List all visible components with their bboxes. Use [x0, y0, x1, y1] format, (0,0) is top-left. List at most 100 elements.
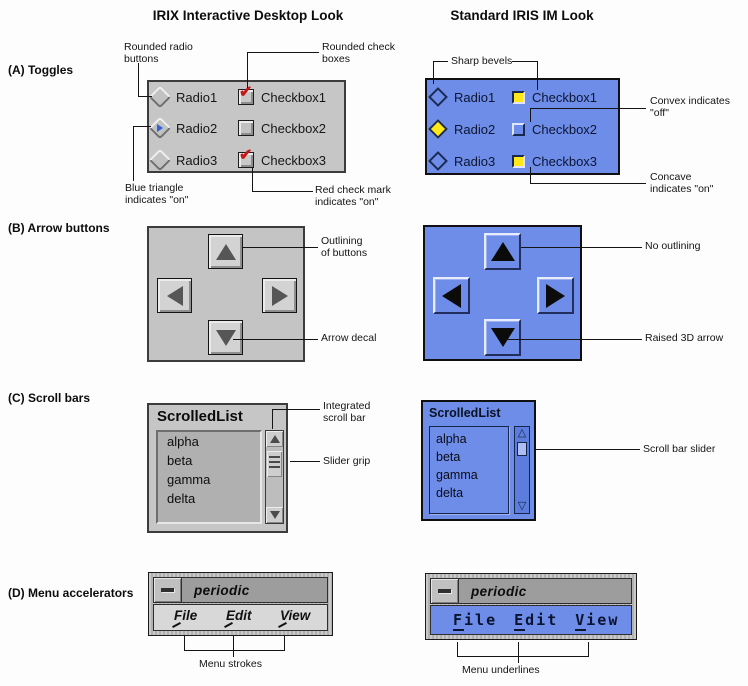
irisim-checkbox-3[interactable] [512, 154, 525, 168]
irisim-right-arrow-button[interactable] [537, 277, 574, 314]
list-item[interactable]: delta [167, 491, 196, 506]
leader-line [530, 167, 531, 184]
irisim-scrollbar[interactable]: △ ▽ [514, 426, 530, 514]
irisim-radio-2[interactable] [427, 118, 449, 140]
down-arrow-outline-icon[interactable]: ▽ [517, 500, 527, 512]
irix-checkbox-3[interactable]: ✔ [238, 147, 254, 168]
irisim-toggle-panel: Radio1 Checkbox1 Radio2 Checkbox2 Radio3… [425, 78, 620, 175]
irisim-radio-3[interactable] [427, 150, 449, 172]
radio-label: Radio3 [176, 152, 218, 168]
irix-left-arrow-button[interactable] [157, 278, 192, 313]
irisim-left-arrow-button[interactable] [433, 277, 470, 314]
rounded-radio-icon-on [148, 116, 172, 140]
scrollbar-down-button[interactable] [266, 507, 283, 523]
irix-radio-1[interactable] [148, 85, 172, 109]
leader-line [588, 642, 589, 657]
down-arrow-icon [215, 329, 236, 346]
irix-radio-3[interactable] [148, 148, 172, 172]
irix-arrow-panel [147, 226, 305, 362]
menu-item-view[interactable]: View [278, 608, 310, 628]
leader-line [457, 656, 589, 657]
down-arrow-icon [269, 511, 280, 519]
slider-grip-line [269, 461, 280, 463]
irix-menubar: File Edit View [153, 604, 328, 631]
window-titlebar[interactable]: periodic [430, 578, 632, 604]
leader-line [457, 642, 458, 657]
up-arrow-outline-icon[interactable]: △ [517, 427, 527, 439]
column-header-irix: IRIX Interactive Desktop Look [152, 8, 344, 23]
irix-down-arrow-button[interactable] [208, 320, 243, 355]
accelerator-letter: F [453, 611, 465, 631]
irisim-down-arrow-button[interactable] [484, 319, 521, 356]
list-item[interactable]: beta [436, 450, 461, 464]
sharp-radio-icon [428, 87, 448, 107]
irisim-arrow-panel [423, 225, 582, 361]
irix-list[interactable]: alpha beta gamma delta [156, 430, 262, 524]
leader-line [433, 61, 448, 62]
irisim-radio-1[interactable] [427, 86, 449, 108]
leader-line [184, 650, 285, 651]
annotation-no-outlining: No outlining [645, 240, 701, 252]
checkbox-label: Checkbox2 [532, 121, 598, 137]
leader-line [247, 52, 248, 88]
menu-item-edit[interactable]: Edit [514, 611, 559, 631]
annotation-slider-grip: Slider grip [323, 455, 371, 467]
irix-scrolledlist-panel: ScrolledList alpha beta gamma delta [147, 403, 288, 533]
checkbox-label: Checkbox2 [261, 120, 327, 136]
scrollbar-up-button[interactable] [266, 431, 283, 447]
leader-line [518, 656, 519, 663]
scrollbar-slider[interactable] [267, 451, 282, 477]
radio-label: Radio2 [454, 121, 496, 137]
irix-checkbox-1[interactable]: ✔ [238, 84, 254, 105]
list-item[interactable]: delta [436, 486, 464, 500]
list-item[interactable]: gamma [167, 472, 211, 487]
menu-item-file[interactable]: File [172, 608, 197, 628]
irix-right-arrow-button[interactable] [262, 278, 297, 313]
irix-checkbox-2[interactable] [238, 120, 254, 136]
rounded-radio-icon [148, 148, 172, 172]
leader-line [272, 409, 273, 429]
blue-triangle-icon [157, 124, 163, 132]
window-menu-button[interactable] [431, 579, 459, 603]
irix-up-arrow-button[interactable] [208, 234, 243, 269]
annotation-raised-3d-arrow: Raised 3D arrow [645, 332, 724, 344]
irix-scrollbar[interactable] [265, 430, 284, 524]
irix-menu-window: periodic File Edit View [148, 572, 333, 636]
leader-line [290, 461, 320, 462]
list-item[interactable]: alpha [436, 432, 467, 446]
window-title: periodic [471, 583, 527, 599]
menu-item-view[interactable]: View [575, 611, 620, 631]
irisim-checkbox-1[interactable] [512, 90, 525, 104]
menu-item-edit[interactable]: Edit [224, 608, 252, 628]
radio-label: Radio1 [176, 89, 218, 105]
window-menu-button[interactable] [154, 578, 182, 602]
list-item[interactable]: alpha [167, 434, 199, 449]
leader-line [138, 96, 152, 97]
leader-line [252, 191, 313, 192]
annotation-arrow-decal: Arrow decal [321, 332, 377, 344]
section-label-scroll-bars: (C) Scroll bars [8, 391, 91, 405]
scrollbar-slider[interactable] [517, 442, 527, 456]
irisim-list[interactable]: alpha beta gamma delta [429, 426, 509, 514]
irix-radio-2[interactable] [148, 116, 172, 140]
annotation-scrollbar-slider: Scroll bar slider [643, 443, 716, 455]
rounded-radio-icon [148, 85, 172, 109]
right-arrow-icon [271, 285, 288, 306]
menu-item-file[interactable]: File [453, 611, 498, 631]
list-item[interactable]: gamma [436, 468, 478, 482]
list-item[interactable]: beta [167, 453, 193, 468]
leader-line [530, 108, 531, 122]
scrolledlist-title: ScrolledList [429, 406, 501, 420]
window-titlebar[interactable]: periodic [153, 577, 328, 603]
leader-line [506, 339, 642, 340]
irisim-checkbox-2[interactable] [512, 122, 525, 136]
leader-line [512, 61, 538, 62]
irisim-up-arrow-button[interactable] [484, 233, 521, 270]
leader-line [138, 63, 139, 97]
